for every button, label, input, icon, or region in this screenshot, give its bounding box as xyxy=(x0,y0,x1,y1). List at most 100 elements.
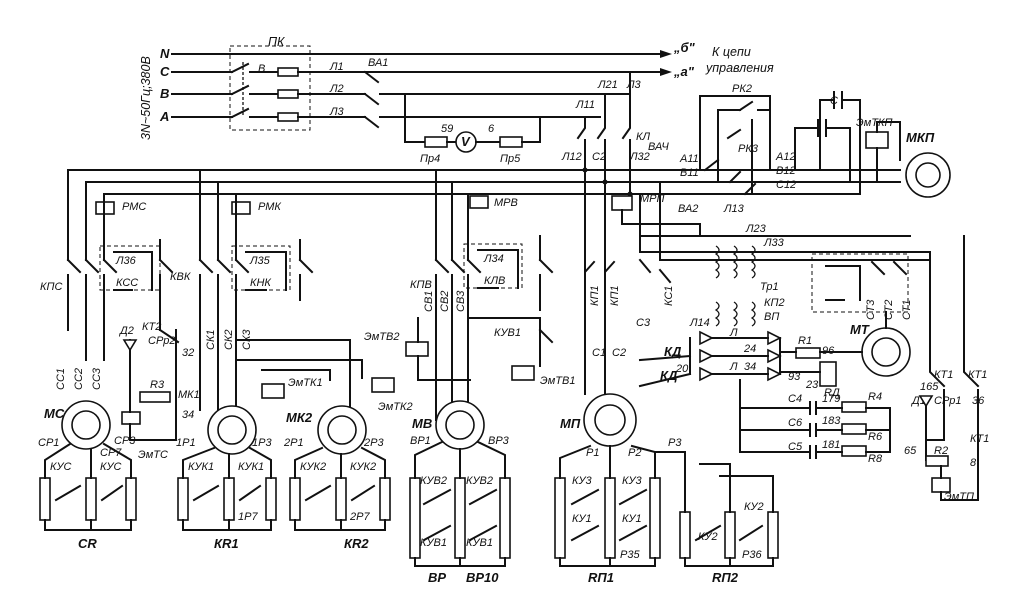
brake-coil-ems xyxy=(121,411,141,425)
cap-srp1: СРр1 xyxy=(934,395,962,407)
left-section: РМС РМК МРВ МРП КПС КВК Л36 КСС Л35 КНК xyxy=(40,169,665,461)
power-supply: 3N~50Гц;380В N C B A ПК В xyxy=(139,35,672,140)
contact-kt2: КТ2 xyxy=(142,321,161,333)
contact-kp2: КП2 xyxy=(764,297,785,309)
svg-text:КR2: КR2 xyxy=(344,536,369,551)
svg-text:СР3: СР3 xyxy=(114,435,136,447)
phase-a12: А12 xyxy=(775,151,796,163)
svg-text:RП1: RП1 xyxy=(588,570,614,585)
relay-mrv-label: МРВ xyxy=(494,197,518,209)
fuse-pr5-label: Пр5 xyxy=(500,153,521,165)
svg-text:ВР1: ВР1 xyxy=(410,435,431,447)
voltmeter-symbol: V xyxy=(461,134,471,149)
motor-mk1-label: 1Р1 xyxy=(176,437,196,449)
svg-text:КУ1: КУ1 xyxy=(572,513,592,525)
svg-text:ВР3: ВР3 xyxy=(488,435,510,447)
brake-coil-tp-label: ЭмТП xyxy=(944,491,974,503)
contactor-kvk: КВК xyxy=(170,271,191,283)
relay-rk2: РК2 xyxy=(732,83,752,95)
svg-text:КУ2: КУ2 xyxy=(744,501,764,513)
contact-kt1-a: КТ1 xyxy=(934,369,953,381)
control-note-1: К цепи xyxy=(712,45,751,59)
relay-mrv xyxy=(469,195,489,209)
contact-kp1-b: КП1 xyxy=(609,285,621,306)
tap-c2: С2 xyxy=(592,151,606,163)
contact-kp1-a: КП1 xyxy=(589,285,601,306)
brake-tk1: ЭмТК1 xyxy=(288,377,323,389)
supply-rating: 3N~50Гц;380В xyxy=(139,56,153,140)
svg-text:2Р7: 2Р7 xyxy=(349,511,370,523)
rect-l-1: Л xyxy=(729,327,738,339)
svg-text:Р1: Р1 xyxy=(586,447,599,459)
relay-rmc-label: РМС xyxy=(122,201,146,213)
voltmeter-circuit: V 59 6 Пр4 Пр5 xyxy=(404,93,541,165)
contact-l35: Л35 xyxy=(249,255,271,267)
svg-text:КУ3: КУ3 xyxy=(572,475,593,487)
resistor-r2-box xyxy=(925,455,949,467)
svg-text:2Р1: 2Р1 xyxy=(283,437,304,449)
contact-ss3: СС3 xyxy=(91,367,103,390)
line-l14: Л14 xyxy=(689,317,710,329)
contact-kuv1-a: КУВ1 xyxy=(494,327,521,339)
svg-text:RП2: RП2 xyxy=(712,570,739,585)
wire-93: 93 xyxy=(788,371,801,383)
svg-text:КУС: КУС xyxy=(50,461,72,473)
to-control-a: „а" xyxy=(673,64,695,79)
relay-rmk xyxy=(231,201,251,215)
contact-ss2: СС2 xyxy=(73,368,85,390)
phase-n-label: N xyxy=(160,46,170,61)
brake-coil-tv2 xyxy=(405,341,429,357)
motors: МС 1Р1 МК2 МВ МП xyxy=(44,259,637,455)
resistor-r2: R2 xyxy=(934,445,948,457)
rect-24: 24 xyxy=(743,343,756,355)
wire-179: 179 xyxy=(822,393,840,405)
contact-ks1: КС1 xyxy=(663,286,675,306)
brake-tv2: ЭмТВ2 xyxy=(364,331,399,343)
wire-36: 36 xyxy=(972,395,985,407)
contactor-klv: КЛВ xyxy=(484,275,505,287)
contact-sv2: СВ2 xyxy=(439,291,451,312)
fuse-pr4 xyxy=(424,136,448,148)
contact-l34: Л34 xyxy=(483,253,504,265)
svg-text:КУС: КУС xyxy=(100,461,122,473)
resistor-boxes: СР1 СР3 СР7 КУС КУС СR КУК1 КУК1 1Р7 1Р3… xyxy=(38,435,779,585)
fuse-block-label: В xyxy=(258,63,265,75)
relay-mrp xyxy=(611,195,633,211)
wire-165: 165 xyxy=(920,381,939,393)
motor-ms-label: МС xyxy=(44,406,65,421)
fuse-pr5 xyxy=(499,136,523,148)
fuse-2 xyxy=(277,89,299,99)
resistor-rd-label: RД xyxy=(824,387,840,399)
wire-183: 183 xyxy=(822,415,841,427)
contact-kt1-b: КТ1 xyxy=(968,369,987,381)
breaker-vach-label: ВАЧ xyxy=(648,141,669,153)
svg-text:Р2: Р2 xyxy=(628,447,641,459)
cap-c6: С6 xyxy=(788,417,803,429)
contact-vp: ВП xyxy=(764,311,779,323)
cap-c4: С4 xyxy=(788,393,802,405)
tap-l32: Л32 xyxy=(629,151,650,163)
capacitor-srp2: СРр2 xyxy=(148,335,176,347)
resistor-r3: R3 xyxy=(150,379,165,391)
svg-text:1Р3: 1Р3 xyxy=(252,437,272,449)
contact-st2: СТ2 xyxy=(883,300,895,320)
svg-text:Р3: Р3 xyxy=(668,437,682,449)
transformer-tr1: Тр1 xyxy=(760,281,779,293)
phase-c1: С1 xyxy=(592,347,606,359)
brake-coil-tkp xyxy=(865,131,889,149)
svg-text:КУК2: КУК2 xyxy=(300,461,326,473)
resistor-r1-label: R1 xyxy=(798,335,812,347)
resistor-r8 xyxy=(841,445,867,457)
phase-b11: В11 xyxy=(680,167,699,179)
control-note-2: управления xyxy=(705,61,774,75)
resistor-r6-label: R6 xyxy=(868,431,883,443)
line-l33: Л33 xyxy=(763,237,785,249)
svg-text:КУ3: КУ3 xyxy=(622,475,643,487)
line-l23: Л23 xyxy=(745,223,767,235)
main-switch-label: ПК xyxy=(268,35,285,49)
phase-c2: С2 xyxy=(612,347,626,359)
contactor-kps: КПС xyxy=(40,281,62,293)
tap-l12: Л12 xyxy=(561,151,582,163)
resistor-r6 xyxy=(841,423,867,435)
brake-ems: ЭмТС xyxy=(138,449,168,461)
